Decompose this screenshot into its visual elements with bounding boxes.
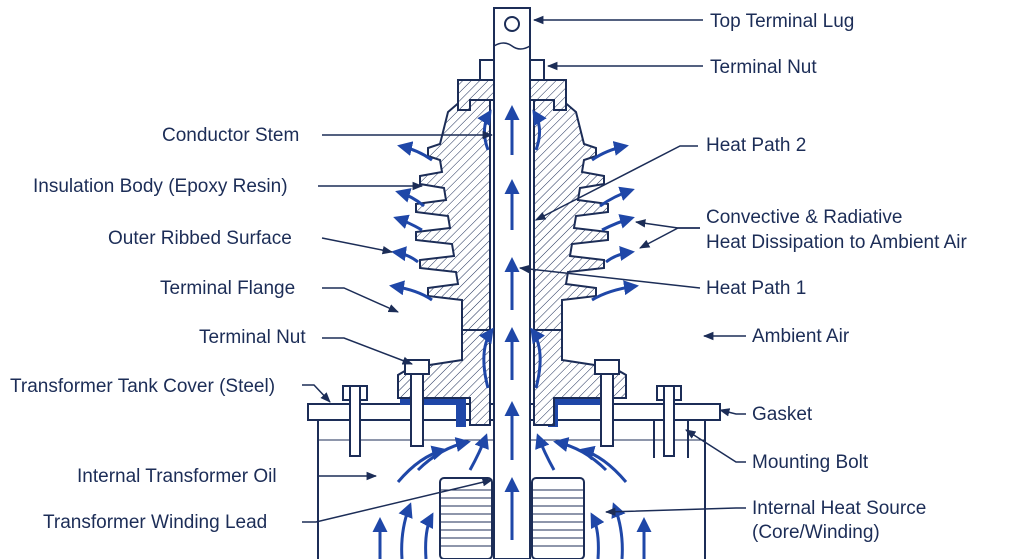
leader-lines xyxy=(302,15,746,523)
label-tank-cover: Transformer Tank Cover (Steel) xyxy=(10,376,276,397)
label-mounting-bolt: Mounting Bolt xyxy=(752,452,869,473)
label-heat-path-1: Heat Path 1 xyxy=(706,278,807,299)
label-top-terminal-lug: Top Terminal Lug xyxy=(710,11,855,32)
top-terminal-nuts xyxy=(479,59,545,81)
label-terminal-flange: Terminal Flange xyxy=(160,278,296,299)
flange-bolts xyxy=(404,359,620,447)
insulator-right xyxy=(533,95,609,331)
label-gasket: Gasket xyxy=(752,404,813,425)
terminal-flange-base xyxy=(397,329,627,426)
label-convective-line2: Heat Dissipation to Ambient Air xyxy=(706,232,967,253)
label-heat-path-2: Heat Path 2 xyxy=(706,135,807,156)
label-terminal-nut-bottom: Terminal Nut xyxy=(199,327,306,348)
cover-bolts xyxy=(342,385,689,458)
label-internal-oil: Internal Transformer Oil xyxy=(77,466,277,487)
label-terminal-nut-top: Terminal Nut xyxy=(710,57,817,78)
label-winding-lead: Transformer Winding Lead xyxy=(43,512,268,533)
label-heat-source-line2: (Core/Winding) xyxy=(752,522,880,543)
label-convective-line1: Convective & Radiative xyxy=(706,207,903,228)
label-outer-ribbed-surface: Outer Ribbed Surface xyxy=(108,228,292,249)
top-cap xyxy=(457,79,567,111)
label-heat-source-line1: Internal Heat Source xyxy=(752,498,927,519)
label-ambient-air: Ambient Air xyxy=(752,326,850,347)
label-insulation-body: Insulation Body (Epoxy Resin) xyxy=(33,176,288,197)
insulator-left xyxy=(415,95,491,331)
winding-coils xyxy=(439,477,585,559)
label-conductor-stem: Conductor Stem xyxy=(162,125,300,146)
